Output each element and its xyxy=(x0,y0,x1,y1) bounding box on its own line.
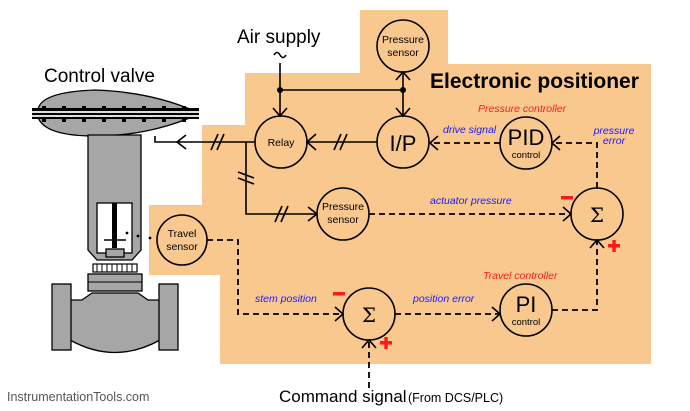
stem-position-label: stem position xyxy=(255,293,317,305)
plus-sign-icon xyxy=(380,337,392,349)
position-error-label: position error xyxy=(412,293,475,305)
travel-sensor-node: Travel sensor xyxy=(156,214,208,266)
node-label: I/P xyxy=(390,131,417,156)
positioner-region xyxy=(149,10,651,364)
node-label: PI xyxy=(516,292,537,317)
pressure-error-label: pressure xyxy=(593,125,635,137)
actuator-pressure-label: actuator pressure xyxy=(430,195,512,207)
watermark-text: InstrumentationTools.com xyxy=(7,390,149,404)
node-label: Travel xyxy=(168,228,197,240)
sum-junction-lower: Σ xyxy=(342,287,396,341)
pressure-sensor-top: Pressure sensor xyxy=(376,19,430,73)
air-supply-tilde-icon xyxy=(273,51,287,59)
node-label: sensor xyxy=(387,47,419,59)
sigma-icon: Σ xyxy=(362,303,376,327)
plus-sign-icon xyxy=(608,240,620,252)
command-signal-label: Command signal xyxy=(279,387,407,406)
positioner-title: Electronic positioner xyxy=(430,70,639,93)
control-valve-icon xyxy=(32,89,199,354)
node-label: Relay xyxy=(268,137,296,149)
command-source-label: (From DCS/PLC) xyxy=(408,391,503,405)
pressure-sensor-mid: Pressure sensor xyxy=(316,187,370,241)
node-label: PID xyxy=(508,125,545,150)
sigma-icon: Σ xyxy=(590,203,604,227)
node-label: sensor xyxy=(166,241,198,253)
relay-node: Relay xyxy=(254,115,308,169)
minus-sign-icon xyxy=(333,292,345,296)
drive-signal-label: drive signal xyxy=(443,124,497,136)
control-valve-label: Control valve xyxy=(44,66,155,87)
node-label: Pressure xyxy=(322,201,364,213)
travel-controller-label: Travel controller xyxy=(483,270,558,282)
node-sublabel: control xyxy=(512,150,541,161)
pressure-controller-label: Pressure controller xyxy=(478,103,567,115)
sum-junction-upper: Σ xyxy=(570,187,624,241)
ip-converter-node: I/P xyxy=(376,115,430,169)
pid-controller-node: PID control xyxy=(499,116,553,170)
pressure-error-label: error xyxy=(603,135,626,147)
air-supply-label: Air supply xyxy=(237,27,321,48)
minus-sign-icon xyxy=(561,196,573,200)
pi-controller-node: PI control xyxy=(499,283,553,337)
node-sublabel: control xyxy=(512,317,541,328)
node-label: sensor xyxy=(327,214,359,226)
node-label: Pressure xyxy=(382,34,424,46)
